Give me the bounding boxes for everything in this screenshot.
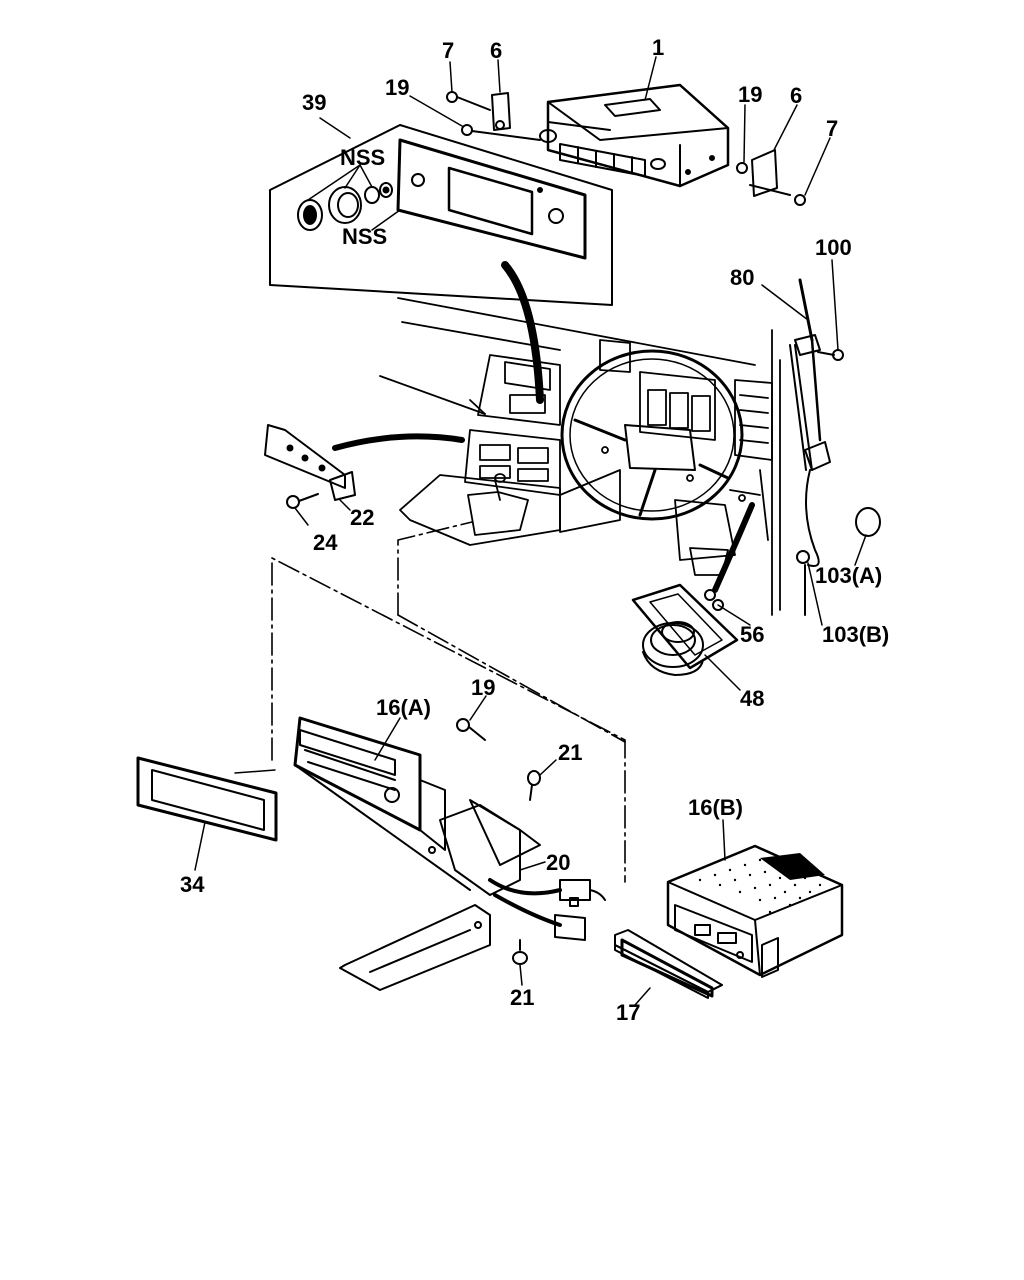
- frame-34: [136, 756, 278, 842]
- callout-7-right: 7: [826, 116, 838, 141]
- top-panel-outline: [269, 124, 613, 306]
- deck-16b: [666, 844, 844, 978]
- radio-unit-1: [546, 83, 730, 188]
- callout-56: 56: [740, 622, 764, 647]
- callout-20: 20: [546, 850, 570, 875]
- callout-nss-bottom: NSS: [342, 224, 387, 249]
- callout-39: 39: [302, 90, 326, 115]
- knobs-nss: [297, 182, 393, 231]
- antenna-80: [789, 278, 881, 616]
- bracket-22: [264, 424, 356, 509]
- callout-103a: 103(A): [815, 563, 882, 588]
- wiring-harness: [488, 878, 606, 941]
- bracket-20: [339, 799, 541, 991]
- callout-21-top: 21: [558, 740, 582, 765]
- callout-48: 48: [740, 686, 764, 711]
- trim-plate-17: [614, 929, 723, 999]
- dashboard: [379, 297, 781, 616]
- callout-7-top: 7: [442, 38, 454, 63]
- connector-arrow-left: [332, 433, 465, 451]
- callout-16a: 16(A): [376, 695, 431, 720]
- callout-22: 22: [350, 505, 374, 530]
- callout-nss-top: NSS: [340, 145, 385, 170]
- connector-arrow-top: [501, 261, 544, 404]
- callout-6-right: 6: [790, 83, 802, 108]
- callout-34: 34: [180, 872, 205, 897]
- leader-lines-top: [307, 56, 831, 231]
- leader-lines-middle: [294, 259, 867, 691]
- callout-6-top: 6: [490, 38, 502, 63]
- callout-17: 17: [616, 1000, 640, 1025]
- face-plate-39: [396, 138, 587, 260]
- callout-16b: 16(B): [688, 795, 743, 820]
- callout-80: 80: [730, 265, 754, 290]
- screws-lower: [456, 695, 557, 986]
- callout-19-mid: 19: [471, 675, 495, 700]
- callout-19-top: 19: [385, 75, 409, 100]
- callout-24: 24: [313, 530, 338, 555]
- callout-1: 1: [652, 35, 664, 60]
- lower-dash-dot-outline: [271, 521, 626, 883]
- callout-21-bottom: 21: [510, 985, 534, 1010]
- leader-lines-lower: [194, 717, 726, 1006]
- steering-wheel: [560, 349, 744, 521]
- connector-arrow-speaker: [712, 502, 755, 593]
- callout-19-right: 19: [738, 82, 762, 107]
- screws-brackets-top: [446, 91, 806, 206]
- deck-16a: [293, 716, 471, 891]
- speaker-48: [631, 583, 739, 676]
- callout-103b: 103(B): [822, 622, 889, 647]
- callout-100: 100: [815, 235, 852, 260]
